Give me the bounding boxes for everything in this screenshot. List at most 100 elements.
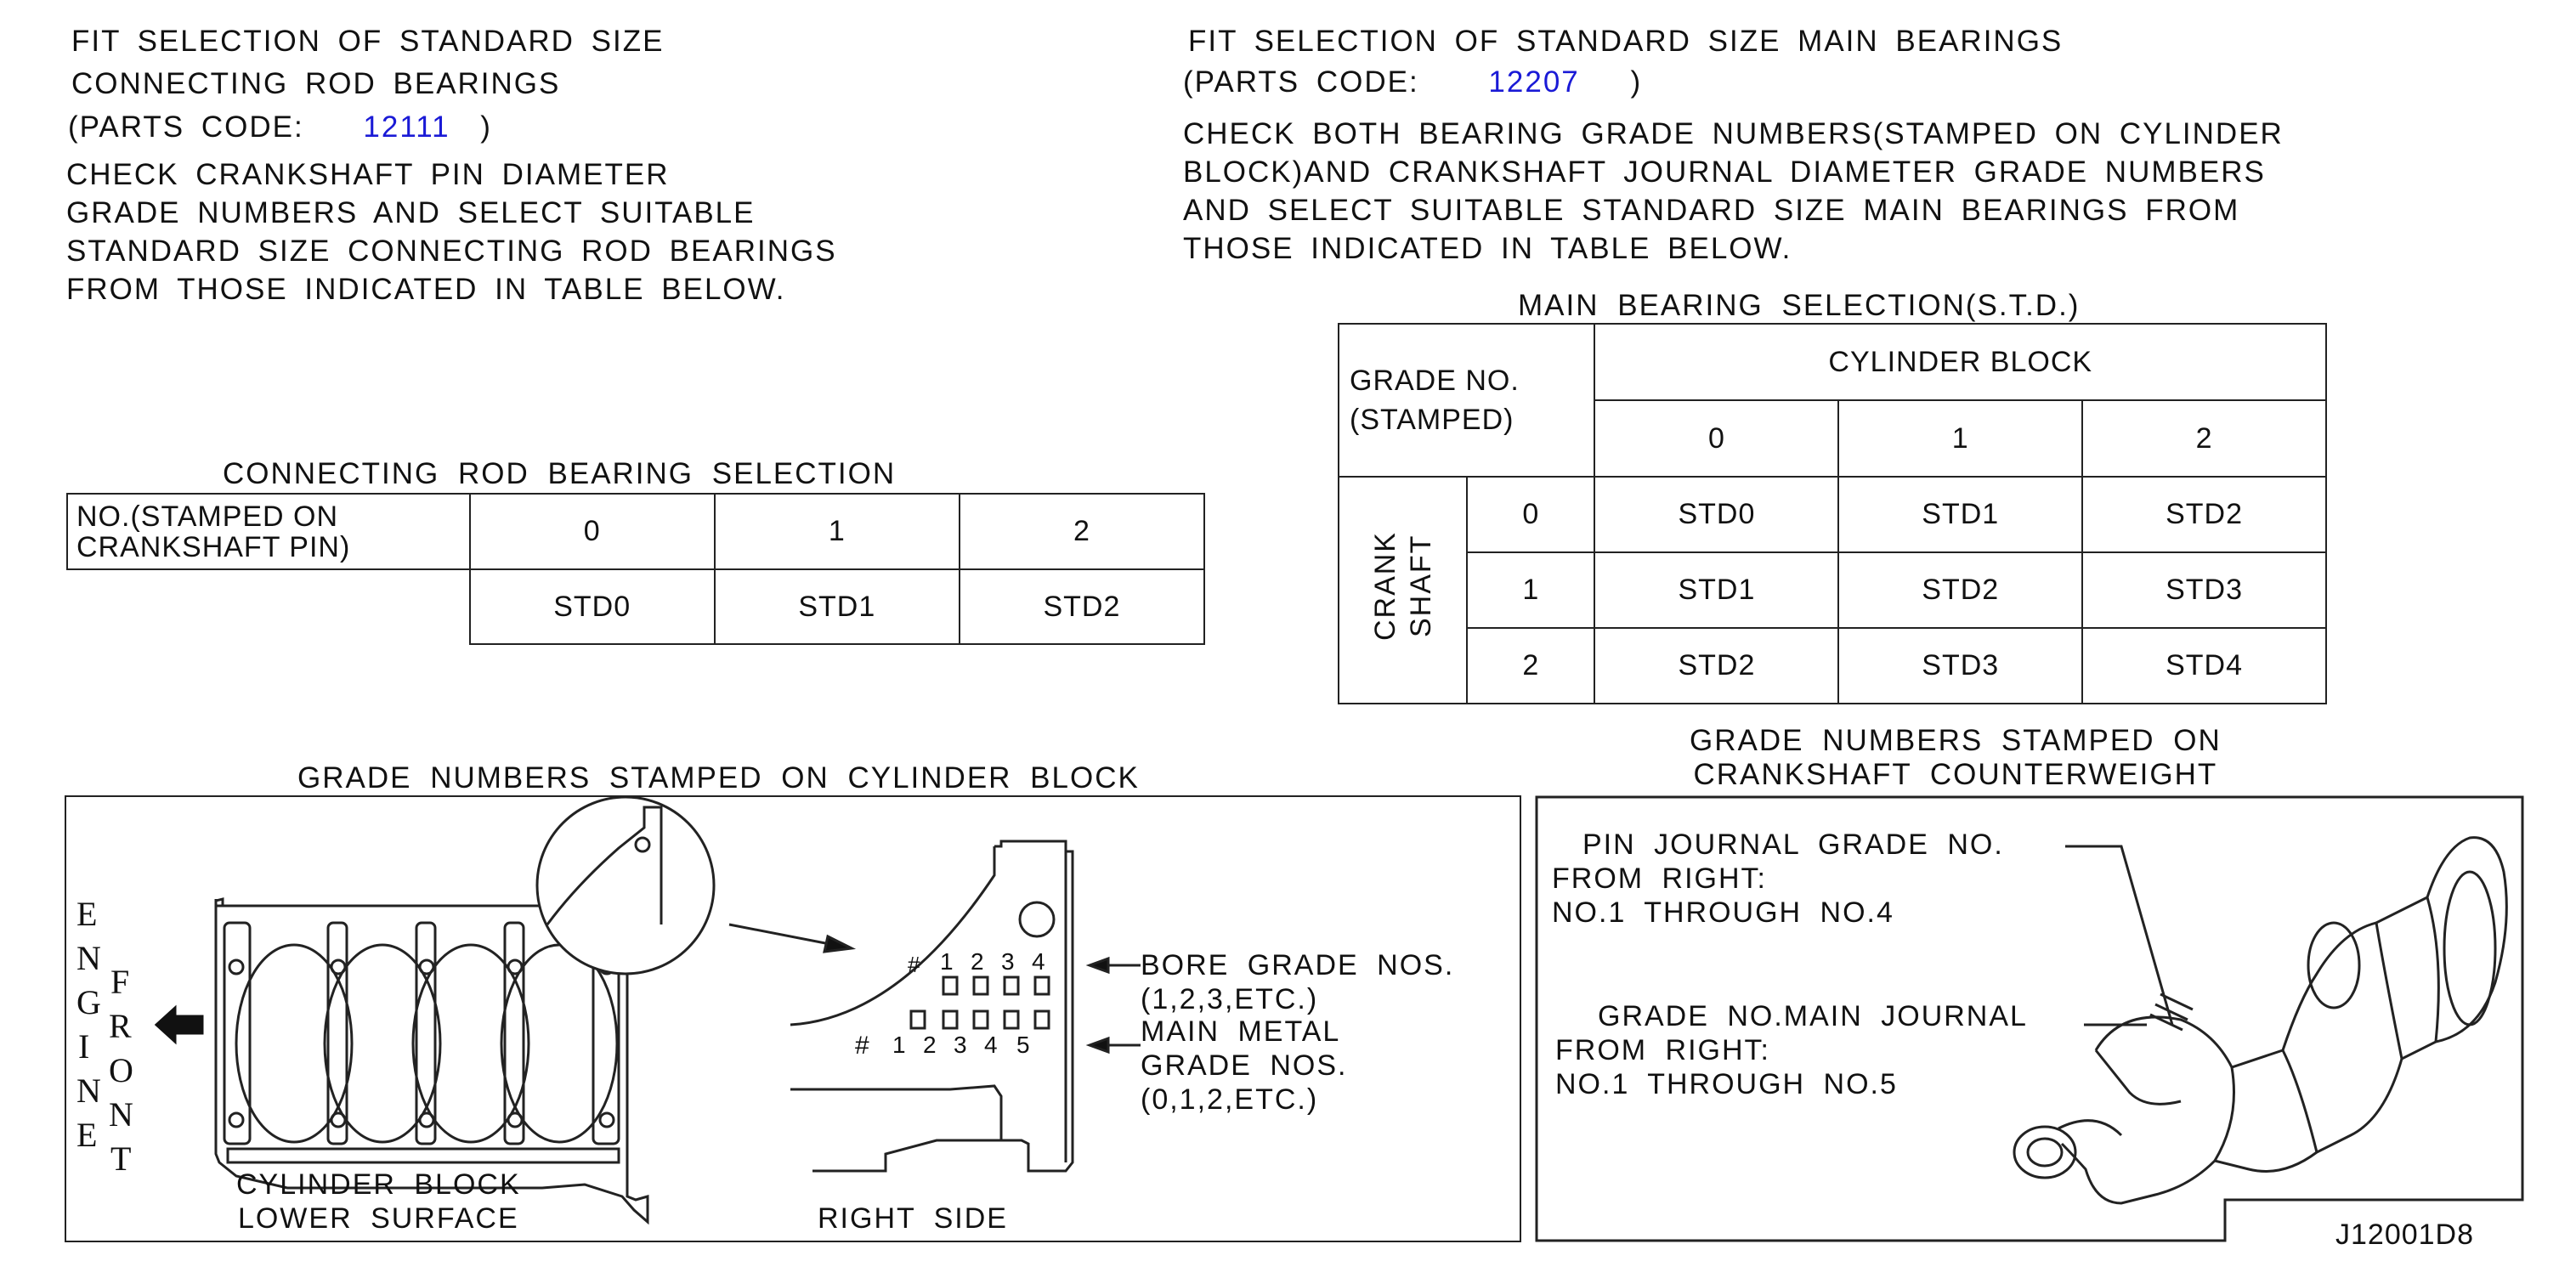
main-journal-label: GRADE NO.MAIN JOURNAL FROM RIGHT: NO.1 T… (1555, 999, 2028, 1101)
bore-number: 1 (940, 948, 954, 975)
bore-number: 4 (1032, 948, 1045, 975)
shaft-word: SHAFT (1404, 534, 1437, 638)
rod-header-line: CRANKSHAFT PIN) (76, 530, 351, 563)
main-metal-grade-label: MAIN METAL GRADE NOS. (0,1,2,ETC.) (1141, 1015, 1347, 1117)
bore-grade-label: BORE GRADE NOS. (1,2,3,ETC.) (1141, 948, 1454, 1016)
journal-number: 5 (1016, 1032, 1030, 1058)
rod-instructions: CHECK CRANKSHAFT PIN DIAMETER GRADE NUMB… (66, 156, 837, 308)
crank-title-line: GRADE NUMBERS STAMPED ON (1690, 724, 2222, 757)
hash-mark-bottom: # (855, 1032, 869, 1060)
main-fit-heading: FIT SELECTION OF STANDARD SIZE MAIN BEAR… (1188, 25, 2064, 58)
engine-letter: G (76, 983, 101, 1021)
main-bearing-cell: STD4 (2081, 627, 2327, 704)
bore-number: 3 (1001, 948, 1015, 975)
journal-number: 1 (892, 1032, 906, 1058)
engine-letter: E (76, 895, 98, 933)
rod-instruction-line: CHECK CRANKSHAFT PIN DIAMETER (66, 158, 670, 191)
block-grade-cell: 1 (1837, 399, 2084, 478)
main-parts-code: 12207 (1488, 65, 1580, 99)
front-letter: R (109, 1007, 132, 1045)
right-side-outline (812, 840, 1074, 1173)
rod-header-line: NO.(STAMPED ON (76, 500, 339, 533)
front-letter: T (110, 1139, 132, 1178)
block-grade-cell: 0 (1594, 399, 1840, 478)
rod-instruction-line: STANDARD SIZE CONNECTING ROD BEARINGS (66, 235, 837, 268)
main-bearing-table: GRADE NO. (STAMPED) CYLINDER BLOCK 0 1 2… (1337, 323, 2327, 704)
main-instruction-line: AND SELECT SUITABLE STANDARD SIZE MAIN B… (1183, 194, 2240, 227)
bore (323, 943, 442, 1144)
main-instructions: CHECK BOTH BEARING GRADE NUMBERS(STAMPED… (1183, 115, 2284, 268)
grade-label-line: (STAMPED) (1350, 404, 1514, 436)
engine-letter: N (76, 1072, 101, 1110)
bore-arrow-icon (1085, 956, 1110, 975)
bore-label-line: BORE GRADE NOS. (1141, 949, 1455, 981)
main-label-line: FROM RIGHT: (1555, 1034, 1770, 1066)
main-label-line: GRADE NO.MAIN JOURNAL (1598, 1000, 2028, 1032)
lower-surface-caption: CYLINDER BLOCK LOWER SURFACE (236, 1168, 521, 1236)
bore (500, 943, 619, 1144)
rod-instruction-line: FROM THOSE INDICATED IN TABLE BELOW. (66, 273, 786, 306)
bore-number: 2 (971, 948, 984, 975)
main-bearing-cell: STD3 (1837, 627, 2084, 704)
main-bearing-cell: STD1 (1594, 551, 1840, 629)
journal-number: 4 (984, 1032, 998, 1058)
pointer-arrow-icon (823, 934, 857, 953)
rod-bearing-cell: STD0 (468, 568, 716, 645)
main-bearing-cell: STD2 (2081, 476, 2327, 553)
main-bearing-cell: STD2 (1594, 627, 1840, 704)
metal-arrow-icon (1085, 1036, 1110, 1055)
parts-code-suffix: ) (1630, 65, 1643, 99)
main-bearing-cell: STD0 (1594, 476, 1840, 553)
figure-code: J12001D8 (2335, 1219, 2475, 1251)
rod-parts-code-line: (PARTS CODE: 12111 ) (68, 108, 492, 146)
crank-grade-cell: 1 (1466, 551, 1596, 629)
pin-journal-label: PIN JOURNAL GRADE NO. FROM RIGHT: NO.1 T… (1552, 828, 2004, 930)
rod-parts-code: 12111 (363, 110, 450, 144)
cylinder-block-label: CYLINDER BLOCK (1594, 323, 2327, 401)
journal-number: 3 (954, 1032, 967, 1058)
main-bearing-cell: STD3 (2081, 551, 2327, 629)
bore-label-line: (1,2,3,ETC.) (1141, 983, 1319, 1015)
crankshaft-figure (1535, 795, 2524, 1242)
hash-mark-top: # (908, 952, 920, 977)
block-grade-cell: 2 (2081, 399, 2327, 478)
front-arrow-icon (154, 1004, 204, 1045)
parts-code-prefix: (PARTS CODE: (1183, 65, 1419, 99)
bore (235, 943, 354, 1144)
rod-bearing-cell: STD2 (958, 568, 1206, 645)
front-letter: F (110, 963, 130, 1001)
rod-header-label: NO.(STAMPED ON CRANKSHAFT PIN) (66, 493, 471, 570)
rod-empty-cell (67, 568, 471, 644)
crankshaft-body (2060, 836, 2508, 1205)
main-parts-code-line: (PARTS CODE: 12207 ) (1183, 63, 1642, 101)
grade-label-line: GRADE NO. (1350, 365, 1520, 397)
parts-code-suffix: ) (480, 110, 492, 144)
rod-fit-heading-line2: CONNECTING ROD BEARINGS (71, 67, 561, 100)
main-bearing-cell: STD2 (1837, 551, 2084, 629)
rod-fit-heading-line1: FIT SELECTION OF STANDARD SIZE (71, 25, 665, 58)
cylinder-block-figure: E N G I N E F R O N T (65, 795, 1521, 1242)
engine-letter: E (76, 1116, 98, 1154)
parts-code-prefix: (PARTS CODE: (68, 110, 304, 144)
cylinder-block-drawing (154, 797, 1141, 1225)
rod-bearing-table: NO.(STAMPED ON CRANKSHAFT PIN) 0 1 2 STD… (66, 493, 1206, 645)
crank-grade-cell: 2 (1466, 627, 1596, 704)
engine-letter: I (78, 1027, 90, 1066)
rod-grade-cell: 0 (468, 493, 716, 570)
metal-label-line: (0,1,2,ETC.) (1141, 1083, 1319, 1116)
detail-magnifier (535, 797, 716, 975)
main-label-line: NO.1 THROUGH NO.5 (1555, 1068, 1898, 1100)
metal-label-line: GRADE NOS. (1141, 1049, 1348, 1082)
rod-bearing-cell: STD1 (713, 568, 960, 645)
crank-figure-title: GRADE NUMBERS STAMPED ON CRANKSHAFT COUN… (1690, 724, 2222, 792)
rod-instruction-line: GRADE NUMBERS AND SELECT SUITABLE (66, 196, 756, 229)
crank-title-line: CRANKSHAFT COUNTERWEIGHT (1693, 758, 2218, 791)
lower-surface-line: LOWER SURFACE (237, 1202, 519, 1235)
main-instruction-line: BLOCK)AND CRANKSHAFT JOURNAL DIAMETER GR… (1183, 156, 2266, 189)
pin-label-line: FROM RIGHT: (1552, 862, 1767, 895)
crank-word: CRANK (1368, 531, 1401, 642)
pin-label-line: NO.1 THROUGH NO.4 (1552, 896, 1894, 929)
metal-label-line: MAIN METAL (1141, 1015, 1341, 1048)
journal-number: 2 (923, 1032, 937, 1058)
